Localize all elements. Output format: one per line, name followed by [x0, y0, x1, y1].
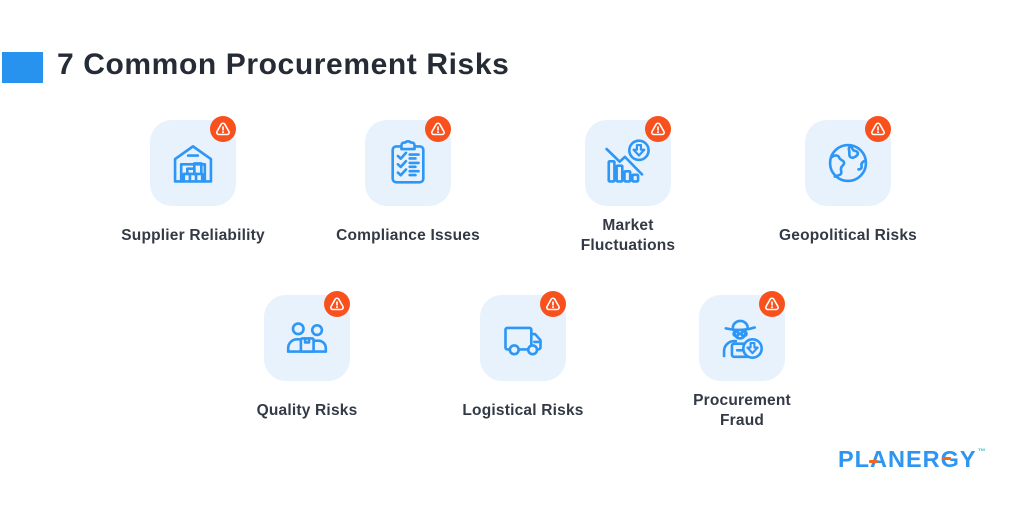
- trademark-symbol: ™: [977, 447, 986, 456]
- warning-triangle-icon: [650, 122, 665, 136]
- declining-chart-icon: [605, 139, 650, 183]
- logo-accent-g: [942, 456, 951, 461]
- warning-triangle-icon: [764, 297, 779, 311]
- risk-label-procurement-fraud: Procurement Fraud: [693, 392, 791, 429]
- risk-label-quality-risks: Quality Risks: [256, 402, 358, 419]
- logo-accent-a: [869, 459, 878, 464]
- clipboard-checklist-icon: [391, 140, 425, 184]
- warning-triangle-icon: [329, 297, 344, 311]
- risk-label-logistical-risks: Logistical Risks: [462, 402, 584, 419]
- warning-badge: [425, 116, 451, 142]
- warning-badge: [540, 291, 566, 317]
- warning-triangle-icon: [215, 122, 230, 136]
- warning-triangle-icon: [870, 122, 885, 136]
- warning-badge: [210, 116, 236, 142]
- globe-icon: [828, 143, 868, 183]
- risk-tile-compliance-issues: [365, 116, 451, 206]
- risk-tile-geopolitical-risks: [805, 116, 891, 206]
- truck-icon: [504, 326, 542, 356]
- warning-badge: [759, 291, 785, 317]
- title-accent-square: [2, 52, 43, 83]
- risk-tile-quality-risks: [264, 291, 350, 381]
- people-package-icon: [286, 322, 328, 353]
- risk-label-compliance-issues: Compliance Issues: [336, 227, 480, 244]
- warning-triangle-icon: [545, 297, 560, 311]
- risk-label-supplier-reliability: Supplier Reliability: [121, 227, 265, 244]
- risk-tile-market-fluctuations: [585, 116, 671, 206]
- risk-label-geopolitical-risks: Geopolitical Risks: [779, 227, 917, 244]
- warning-badge: [865, 116, 891, 142]
- warning-badge: [645, 116, 671, 142]
- risk-tile-procurement-fraud: [699, 291, 785, 381]
- planergy-logo: PLANERGY™: [838, 446, 986, 473]
- risk-tile-supplier-reliability: [150, 116, 236, 206]
- fraudster-icon: [722, 319, 763, 359]
- risk-tile-logistical-risks: [480, 291, 566, 381]
- warning-triangle-icon: [430, 122, 445, 136]
- warehouse-icon: [173, 145, 213, 183]
- warning-badge: [324, 291, 350, 317]
- risk-label-market-fluctuations: Market Fluctuations: [580, 217, 676, 254]
- planergy-logo-text: PLANERGY: [838, 446, 977, 472]
- page-title: 7 Common Procurement Risks: [57, 48, 510, 81]
